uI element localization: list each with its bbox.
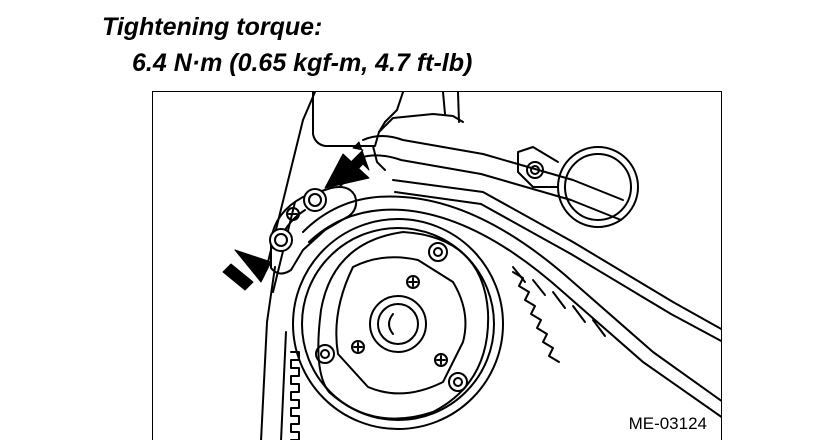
pipe: [358, 135, 624, 221]
illustration-frame: ME-03124: [152, 91, 722, 440]
bolt-pointer-arrows[interactable]: [222, 141, 370, 291]
torque-value: 6.4 N·m (0.65 kgf-m, 4.7 ft-lb): [132, 49, 473, 77]
belt-teeth-left: [290, 351, 300, 440]
upper-bracket: [312, 92, 464, 171]
lower-bolt-arrow-head: [234, 249, 272, 283]
belt-teeth-right: [512, 271, 560, 363]
upper-bolt-arrow-head: [324, 153, 370, 189]
timing-belt: [302, 179, 721, 418]
torque-heading: Tightening torque:: [102, 13, 323, 41]
idler-pulley: [517, 146, 639, 228]
housing-edge-lines: [260, 92, 316, 440]
lower-bolt-arrow-shaft: [222, 263, 254, 291]
tensioner-bracket: [269, 186, 358, 275]
main-sprocket: [292, 218, 504, 430]
figure-code: ME-03124: [626, 414, 709, 434]
belt-drive-illustration: [222, 92, 721, 440]
